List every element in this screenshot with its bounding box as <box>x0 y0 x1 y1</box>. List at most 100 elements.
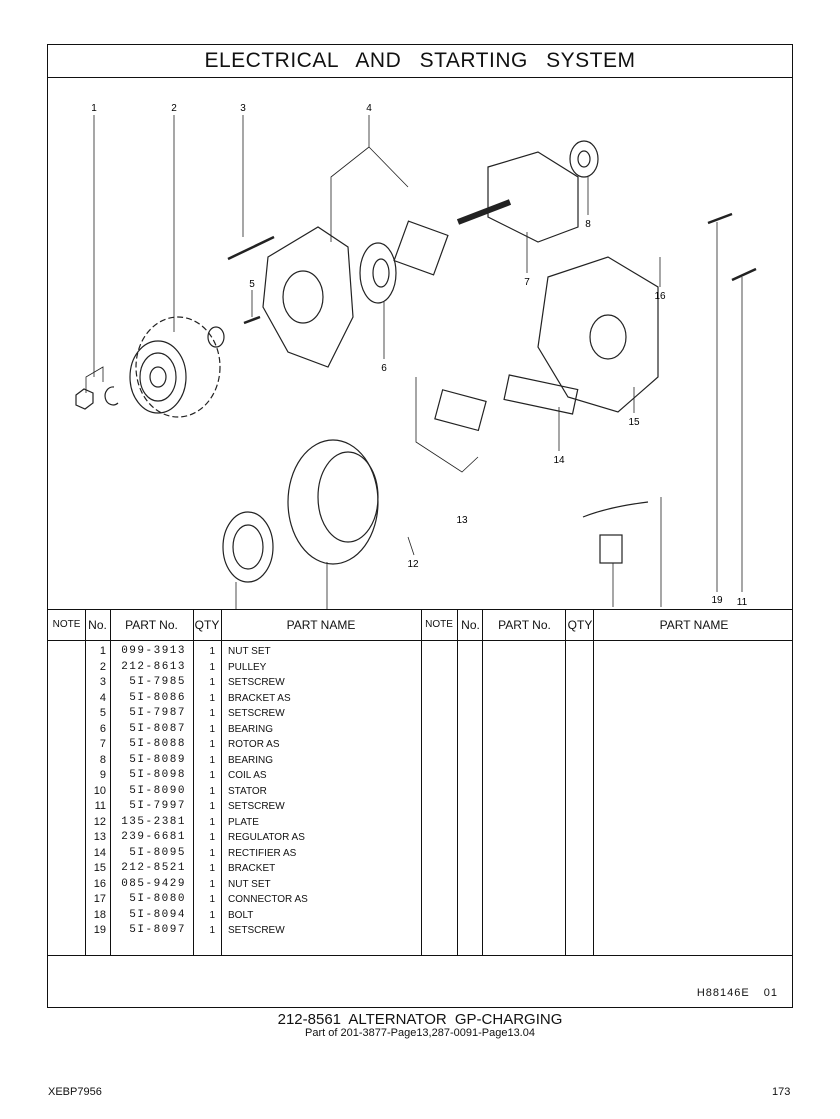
callout-8: 8 <box>585 219 591 230</box>
cell-part-no: 239-6681 <box>121 831 186 843</box>
column-divider <box>593 610 594 955</box>
cell-no: 16 <box>93 877 106 890</box>
callout-19: 19 <box>711 595 723 606</box>
cell-no: 15 <box>93 862 106 874</box>
column-divider <box>421 610 422 955</box>
column-divider <box>85 610 86 955</box>
cell-name: NUT SET <box>228 646 271 657</box>
callout-labels: 12345678910111213141516171819 <box>91 103 747 630</box>
cell-part-no: 135-2381 <box>121 815 186 828</box>
cell-name: SETSCREW <box>228 677 285 688</box>
cell-no: 13 <box>93 831 106 843</box>
cell-qty: 1 <box>209 801 215 812</box>
cell-qty: 1 <box>209 754 215 766</box>
cell-name: BRACKET AS <box>228 692 291 704</box>
table-row: 12 135-2381 1 PLATE <box>48 815 792 831</box>
callout-16: 16 <box>654 291 666 302</box>
cell-no: 19 <box>93 924 106 936</box>
callout-7: 7 <box>524 277 530 288</box>
callout-5: 5 <box>249 279 255 290</box>
table-row: 14 5I-8095 1 RECTIFIER AS <box>48 846 792 862</box>
column-divider <box>565 610 566 955</box>
group-subcaption: Part of 201-3877-Page13,287-0091-Page13.… <box>305 1027 535 1039</box>
callout-6: 6 <box>381 363 387 374</box>
parts-page-frame: ELECTRICAL AND STARTING SYSTEM <box>47 44 793 1008</box>
header-no: No. <box>88 618 107 632</box>
cell-qty: 1 <box>209 723 215 735</box>
cell-qty: 1 <box>209 878 215 890</box>
cell-no: 1 <box>99 645 106 657</box>
header-no: No. <box>461 618 480 632</box>
cell-qty: 1 <box>209 925 215 936</box>
header-part-no: PART No. <box>125 618 178 632</box>
cell-no: 4 <box>99 691 106 704</box>
cell-name: ROTOR AS <box>228 739 280 750</box>
callout-13: 13 <box>456 515 468 526</box>
cell-name: SETSCREW <box>228 708 285 719</box>
cell-qty: 1 <box>209 847 215 859</box>
cell-no: 8 <box>99 753 106 766</box>
cell-name: BEARING <box>228 754 274 766</box>
callout-1: 1 <box>91 103 97 114</box>
cell-no: 14 <box>93 846 106 859</box>
header-part-name: PART NAME <box>659 618 729 632</box>
cell-no: 7 <box>99 738 106 750</box>
column-divider <box>221 610 222 955</box>
rectifier-shape <box>503 374 579 415</box>
regulator-shape <box>434 389 487 432</box>
rear-bracket-shape <box>537 256 659 413</box>
cell-part-no: 5I-7997 <box>129 800 186 812</box>
cell-part-no: 5I-8095 <box>129 846 186 859</box>
header-part-no: PART No. <box>498 618 551 632</box>
alternator-illustration: 12345678910111213141516171819 <box>75 103 757 630</box>
cell-qty: 1 <box>209 692 215 704</box>
header-part-name: PART NAME <box>286 618 356 632</box>
cell-name: BOLT <box>228 909 254 921</box>
bracket-shape <box>262 226 354 368</box>
column-divider <box>482 610 483 955</box>
screw-shape <box>227 235 275 261</box>
plate-shape <box>393 220 449 276</box>
cell-no: 9 <box>99 769 106 781</box>
cell-no: 3 <box>99 676 106 688</box>
bearing-shape <box>359 242 397 304</box>
illustration-code: H88146E 01 <box>696 987 778 999</box>
cell-qty: 1 <box>209 708 215 719</box>
cell-no: 17 <box>93 893 106 905</box>
cell-name: SETSCREW <box>228 801 285 812</box>
cell-no: 18 <box>93 908 106 921</box>
cell-no: 5 <box>99 707 106 719</box>
cell-name: PLATE <box>228 816 259 828</box>
cell-part-no: 5I-8080 <box>129 893 186 905</box>
page-number: 173 <box>772 1086 791 1098</box>
cell-part-no: 099-3913 <box>121 645 186 657</box>
cell-no: 11 <box>94 800 106 812</box>
cell-qty: 1 <box>209 863 215 874</box>
clip-shape <box>104 386 119 406</box>
header-qty: QTY <box>567 618 593 632</box>
cell-qty: 1 <box>209 816 215 828</box>
column-divider <box>457 610 458 955</box>
cell-qty: 1 <box>209 894 215 905</box>
callout-4: 4 <box>366 103 372 114</box>
callout-3: 3 <box>240 103 246 114</box>
table-header <box>48 610 792 641</box>
column-divider <box>193 610 194 955</box>
callout-12: 12 <box>407 559 419 570</box>
cell-part-no: 5I-8088 <box>129 738 186 750</box>
cell-part-no: 212-8521 <box>121 862 186 874</box>
cell-no: 12 <box>93 815 106 828</box>
cell-name: RECTIFIER AS <box>228 847 297 859</box>
cell-qty: 1 <box>209 661 215 673</box>
coil-shape <box>222 511 274 583</box>
connector-shape <box>599 534 623 564</box>
